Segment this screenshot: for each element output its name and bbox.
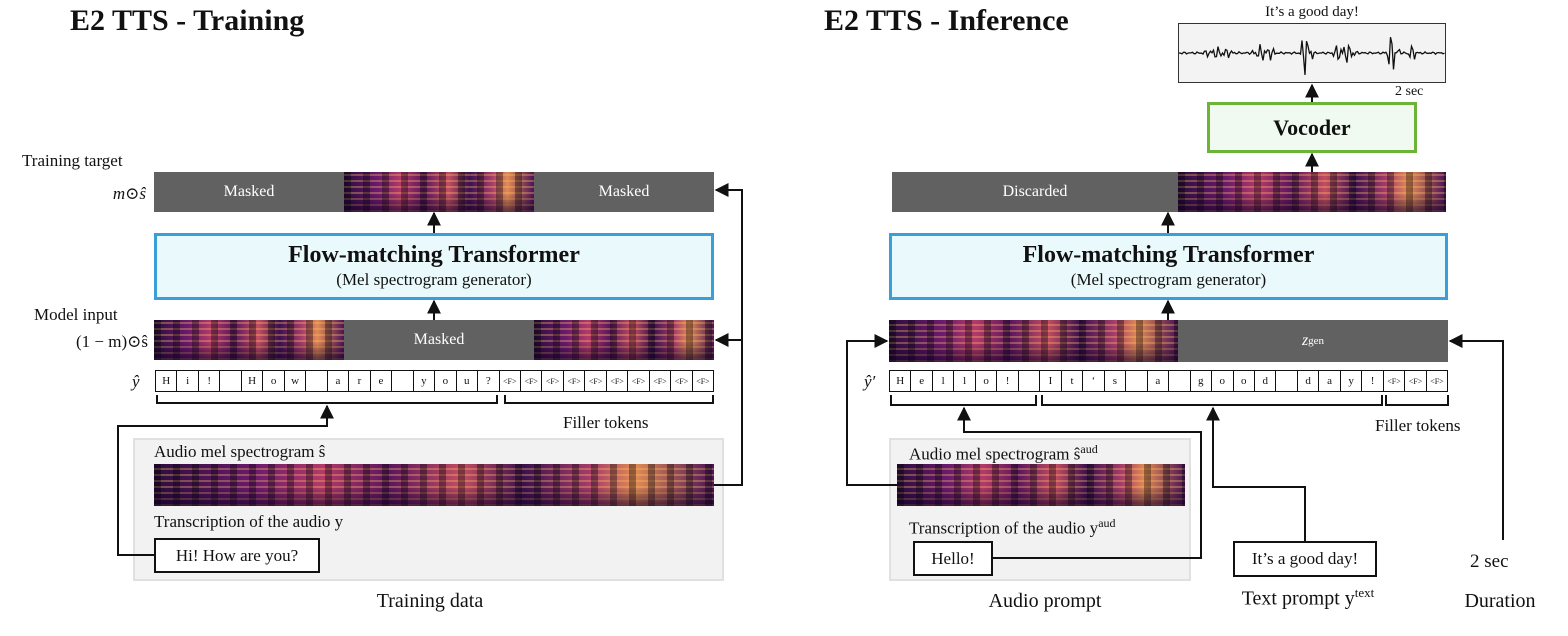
audio-prompt-caption: Audio prompt (988, 590, 1102, 612)
target-masked-right: Masked (534, 172, 714, 212)
training-title: E2 TTS - Training (70, 4, 305, 37)
filler-token-cell: <F> (691, 370, 715, 392)
filler-token-cell: <F> (519, 370, 543, 392)
discarded-region: Discarded (892, 172, 1178, 212)
filler-token-cell: <F> (541, 370, 564, 392)
fm-subtitle: (Mel spectrogram generator) (1070, 270, 1267, 289)
training-token-symbol: ŷ (132, 372, 140, 391)
arrow-duration-to-zgen (1448, 334, 1504, 540)
inference-token-symbol: ŷ′ (864, 372, 876, 391)
training-transcription-label: Transcription of the audio y (154, 512, 344, 531)
training-transcription-box: Hi! How are you? (154, 538, 320, 573)
inference-transcription-sup: aud (1098, 516, 1116, 530)
inference-audio-label-sup: aud (1080, 442, 1098, 456)
inference-audio-spectrogram (897, 464, 1185, 506)
text-prompt-caption: Text prompt ytext (1218, 585, 1398, 611)
inference-flow-matching-transformer: Flow-matching Transformer (Mel spectrogr… (889, 233, 1448, 300)
training-audio-label: Audio mel spectrogram ŝ (154, 442, 326, 461)
training-target-math: m⊙ŝ (112, 184, 146, 203)
inference-title: E2 TTS - Inference (824, 4, 1069, 37)
training-flow-matching-transformer: Flow-matching Transformer (Mel spectrogr… (154, 233, 714, 300)
text-prompt-caption-sup: text (1354, 585, 1375, 600)
filler-token-cell: <F> (1425, 370, 1449, 392)
vocoder-box: Vocoder (1207, 102, 1417, 153)
waveform-graphic (1178, 37, 1445, 76)
model-input-label: Model input (34, 305, 118, 324)
brace-text-tokens (156, 395, 498, 404)
filler-token-cell: <F> (648, 370, 672, 392)
arrow-text-prompt-to-tokens (1206, 406, 1306, 541)
arrow-transcription-to-tokens-inf (957, 406, 1202, 559)
inference-transcription-label: Transcription of the audio yaud (909, 516, 1116, 539)
duration-caption: Duration (1464, 590, 1536, 612)
inference-transcription-box: Hello! (913, 541, 993, 576)
brace-filler-tokens (504, 395, 714, 404)
token-cell: i (176, 370, 199, 392)
text-prompt-box: It’s a good day! (1233, 541, 1377, 577)
training-audio-spectrogram (154, 464, 714, 506)
token-cell: H (889, 370, 912, 392)
zgen-superscript: gen (1308, 335, 1325, 347)
input-spectrogram-right (534, 320, 714, 360)
brace-inf-filler (1385, 395, 1449, 406)
model-input-math: (1 − m)⊙ŝ (76, 332, 148, 351)
text-prompt-caption-text: Text prompt y (1241, 587, 1355, 610)
fm-title: Flow-matching Transformer (288, 242, 580, 268)
waveform-path (1178, 37, 1445, 76)
fm-title: Flow-matching Transformer (1022, 242, 1315, 268)
fm-subtitle: (Mel spectrogram generator) (336, 270, 532, 289)
generated-spectrogram (1178, 172, 1446, 212)
input-masked: Masked (344, 320, 534, 360)
output-waveform (1178, 23, 1446, 83)
brace-text-prompt-tokens (1041, 395, 1383, 406)
token-cell: H (240, 370, 264, 392)
input-spectrogram-left (154, 320, 344, 360)
duration-value: 2 sec (1470, 551, 1509, 572)
prompt-spectrogram (889, 320, 1178, 362)
arrow-transcription-to-tokens (117, 404, 334, 556)
arrow-audio-to-target (714, 183, 743, 486)
inference-audio-label-text: Audio mel spectrogram ŝ (909, 444, 1081, 464)
training-data-caption: Training data (376, 590, 484, 612)
training-filler-label: Filler tokens (563, 413, 649, 432)
target-masked-left: Masked (154, 172, 344, 212)
training-target-label: Training target (22, 151, 123, 170)
brace-prompt-tokens (890, 395, 1037, 406)
inference-filler-label: Filler tokens (1375, 416, 1461, 435)
inference-audio-label: Audio mel spectrogram ŝaud (909, 442, 1098, 465)
target-spectrogram (344, 172, 534, 212)
token-cell: e (369, 370, 393, 392)
token-cell: t (1060, 370, 1084, 392)
zgen-symbol: z (1301, 332, 1309, 349)
waveform-duration: 2 sec (1395, 84, 1424, 99)
waveform-title: It’s a good day! (1265, 4, 1359, 20)
arrow-audio-prompt-to-input (846, 334, 897, 486)
inference-transcription-text: Transcription of the audio y (909, 518, 1099, 538)
